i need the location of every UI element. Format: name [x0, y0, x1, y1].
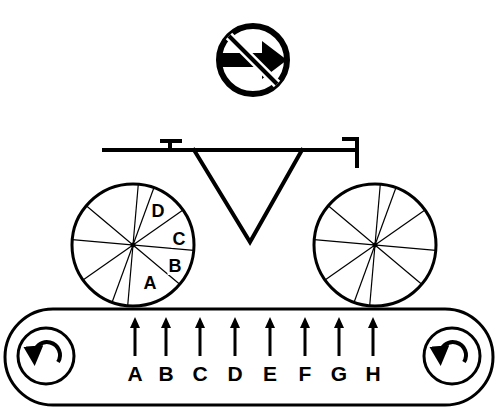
- belt-position-label: A: [126, 363, 143, 384]
- wheel-segment-label: B: [168, 257, 183, 275]
- belt-arrow: [230, 317, 240, 356]
- prohibition-sign: [219, 26, 287, 94]
- belt-arrow: [161, 317, 171, 356]
- wheel-segment-label: A: [143, 274, 158, 292]
- belt-position-label: G: [330, 363, 348, 384]
- belt-position-label: F: [298, 363, 313, 384]
- belt-arrow: [334, 317, 344, 356]
- belt-position-label: H: [364, 363, 381, 384]
- belt-arrow: [300, 317, 310, 356]
- bicycle-wheel: [72, 184, 194, 306]
- belt-position-label: E: [262, 363, 278, 384]
- upward-arrows: [130, 317, 378, 356]
- belt-arrow: [368, 317, 378, 356]
- belt-position-label: C: [191, 363, 208, 384]
- belt-arrow: [195, 317, 205, 356]
- belt-arrow: [265, 317, 275, 356]
- belt-position-label: D: [226, 363, 243, 384]
- belt-arrow: [130, 317, 140, 356]
- wheel-segment-label: D: [151, 202, 166, 220]
- conveyor-belt: [5, 309, 493, 405]
- belt-position-label: B: [157, 363, 174, 384]
- bicycle-wheel: [314, 184, 436, 306]
- wheel-segment-label: C: [172, 230, 187, 248]
